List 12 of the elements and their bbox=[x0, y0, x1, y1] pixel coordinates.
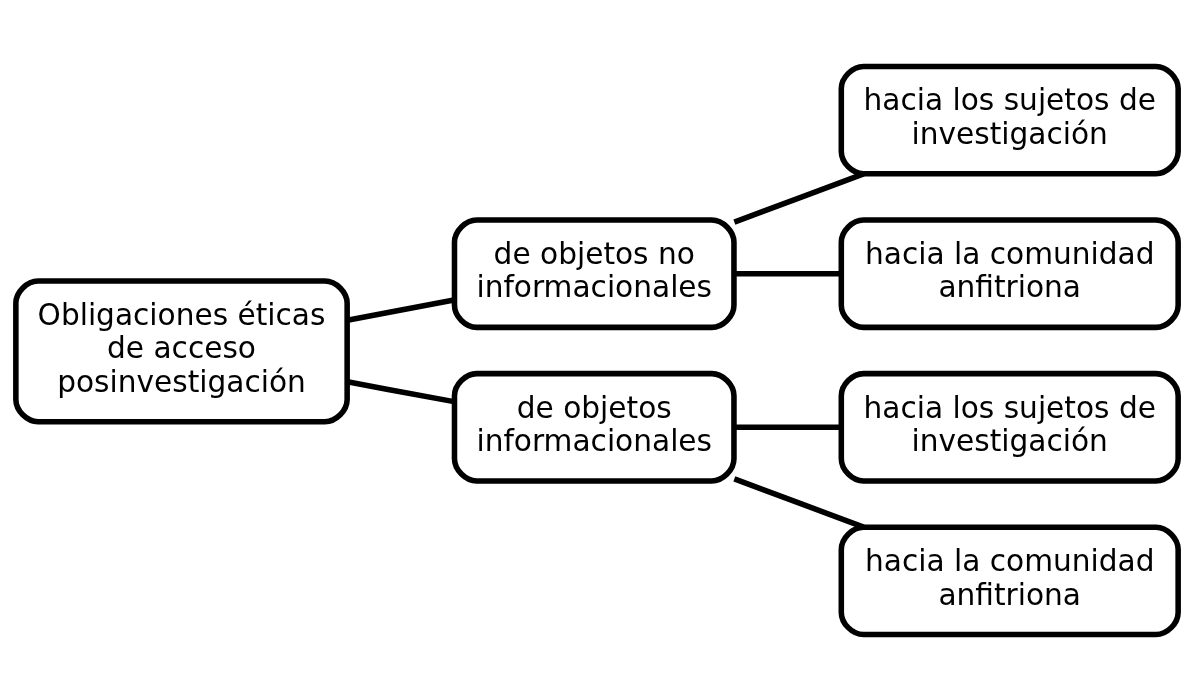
node-box: de objetos informacionales bbox=[451, 370, 737, 484]
connector bbox=[346, 378, 455, 404]
node-box: hacia los sujetos de investigación bbox=[838, 63, 1181, 177]
node-box: Obligaciones éticas de acceso posinvestigación bbox=[13, 277, 350, 425]
node-box: de objetos no informacionales bbox=[451, 216, 737, 330]
connector bbox=[346, 296, 455, 323]
node-box: hacia la comunidad anfitriona bbox=[838, 216, 1181, 330]
node-box: hacia los sujetos de investigación bbox=[838, 370, 1181, 484]
node-box: hacia la comunidad anfitriona bbox=[838, 523, 1181, 637]
connector bbox=[734, 424, 841, 430]
connector bbox=[734, 270, 841, 276]
connector bbox=[733, 475, 865, 530]
